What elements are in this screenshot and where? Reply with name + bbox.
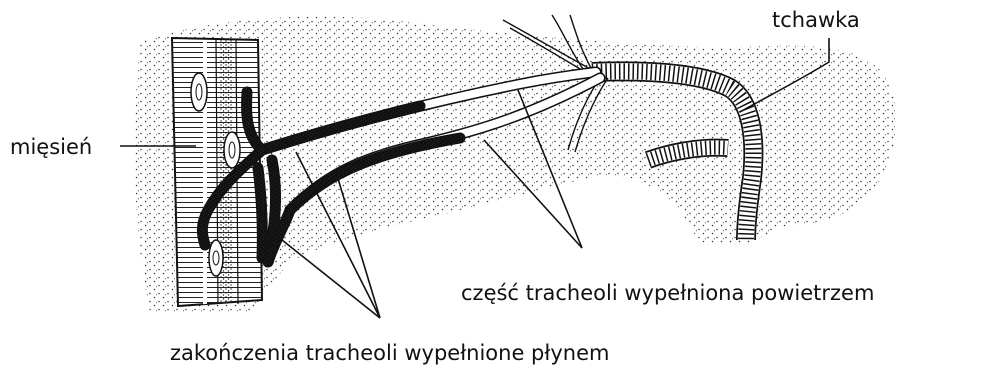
label-fluid-filled-endings: zakończenia tracheoli wypełnione płynem: [170, 343, 609, 364]
label-muscle: mięsień: [10, 137, 92, 158]
label-air-filled-tracheole: część tracheoli wypełniona powietrzem: [461, 283, 874, 304]
label-trachea: tchawka: [772, 10, 860, 31]
